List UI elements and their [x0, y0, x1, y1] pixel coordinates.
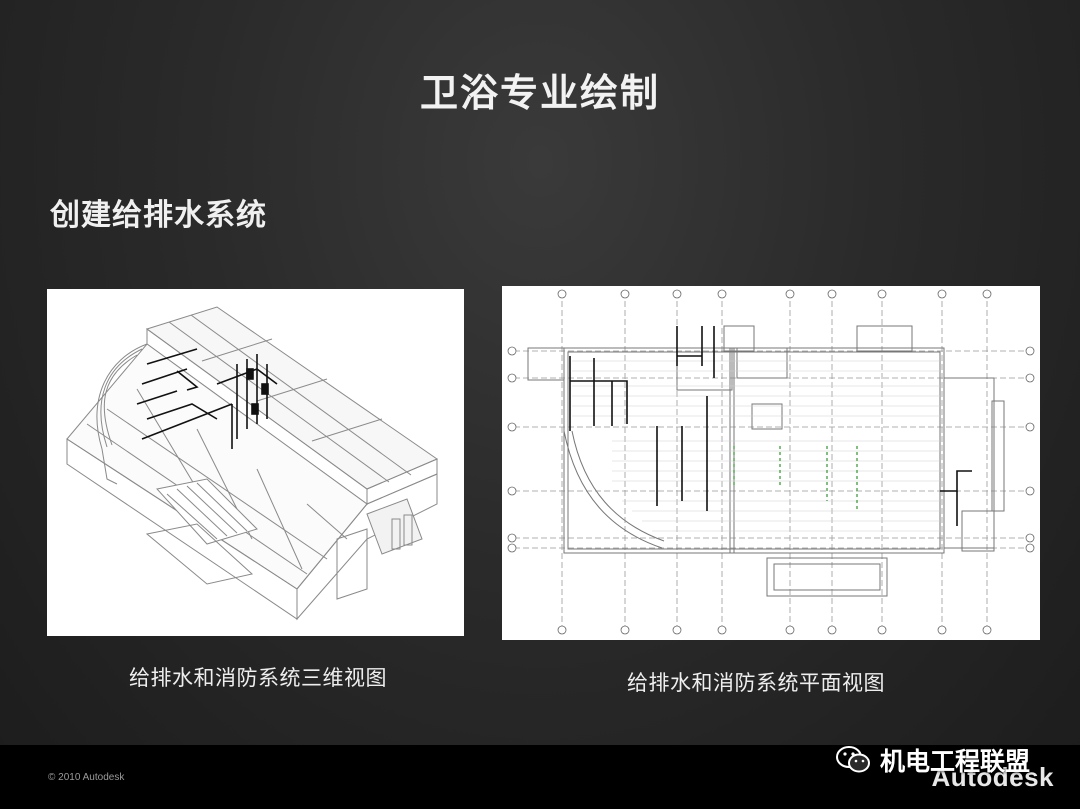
- caption-plan-view: 给排水和消防系统平面视图: [627, 671, 885, 695]
- copyright-notice: © 2010 Autodesk: [48, 772, 125, 783]
- plumbing-plan-view-image: [502, 286, 1040, 640]
- section-heading: 创建给排水系统: [50, 198, 267, 233]
- slide-title: 卫浴专业绘制: [419, 71, 660, 115]
- plumbing-3d-view-image: [47, 289, 464, 636]
- footer-bar: [0, 745, 1080, 809]
- autodesk-logo: Autodesk: [931, 762, 1054, 792]
- watermark-text: 机电工程联盟: [880, 747, 1031, 776]
- caption-3d-view: 给排水和消防系统三维视图: [129, 666, 387, 690]
- watermark: 机电工程联盟: [836, 742, 1030, 778]
- wechat-icon: [836, 746, 870, 773]
